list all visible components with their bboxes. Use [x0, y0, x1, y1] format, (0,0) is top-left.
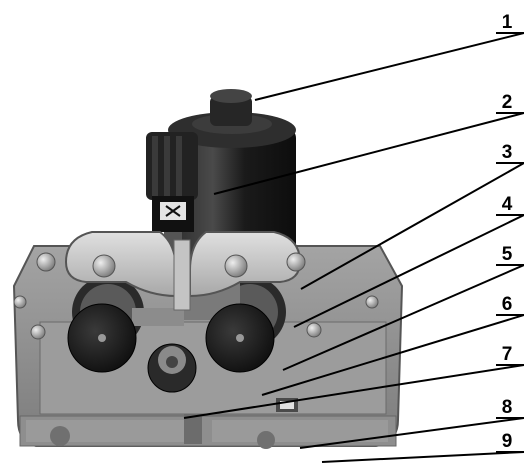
leader-line-6: [261, 314, 524, 396]
leader-line-4: [293, 214, 524, 328]
callout-number-1: 1: [502, 12, 513, 33]
leader-line-2: [213, 112, 524, 195]
callout-number-6: 6: [502, 294, 513, 315]
callout-number-5: 5: [502, 244, 513, 265]
callout-number-9: 9: [502, 431, 513, 452]
bolts: [13, 252, 379, 340]
leader-line-3: [300, 162, 524, 290]
leader-line-1: [254, 32, 524, 101]
center-roller: [147, 343, 197, 393]
leader-line-8: [299, 417, 524, 449]
connector-plug: [146, 132, 198, 256]
callout-number-8: 8: [502, 397, 513, 418]
callouts: [183, 32, 524, 463]
pressure-arms: [64, 231, 302, 311]
callout-number-2: 2: [502, 92, 513, 113]
leader-line-5: [282, 264, 524, 371]
wire-feeder-drawing: [12, 89, 404, 449]
callout-number-4: 4: [502, 194, 513, 215]
callout-numbers: 1 2 3 4 5 6 7 8 9: [502, 12, 513, 452]
leader-line-7: [183, 364, 524, 419]
callout-number-7: 7: [502, 344, 513, 365]
leader-line-9: [321, 451, 524, 463]
callout-number-3: 3: [502, 142, 513, 163]
tension-knobs: [67, 303, 275, 373]
